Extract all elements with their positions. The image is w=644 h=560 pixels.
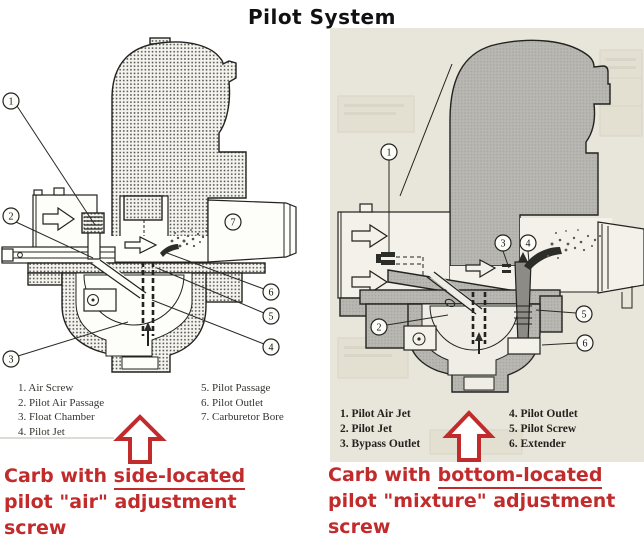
left-fuel-spray — [160, 229, 207, 257]
callout-2: 2 — [9, 212, 14, 223]
legend-item: 4. Pilot Outlet — [509, 408, 578, 420]
right-callouts: 1 2 3 4 5 6 — [370, 143, 594, 352]
left-float-chamber — [27, 259, 266, 373]
right-carb-bore — [450, 218, 644, 309]
legend-item: 1. Air Screw — [18, 382, 74, 394]
caption-line-3: screw — [328, 516, 391, 538]
right-pilot-screw — [507, 252, 541, 355]
right-legend-col2: 4. Pilot Outlet 5. Pilot Screw 6. Extend… — [509, 407, 578, 452]
page-title: Pilot System — [248, 5, 396, 29]
callout-1: 1 — [9, 97, 14, 108]
callout-6: 6 — [583, 339, 588, 350]
caption-underlined: side-located — [113, 465, 246, 490]
left-carb-diagram: 1 2 3 4 5 6 7 — [1, 37, 297, 373]
callout-3: 3 — [9, 355, 14, 366]
right-fuel-spray — [524, 229, 601, 270]
legend-item: 5. Pilot Screw — [509, 423, 577, 435]
caption-line-1: Carb with side-located — [4, 463, 246, 490]
callout-1: 1 — [387, 148, 392, 159]
callout-7: 7 — [231, 218, 236, 229]
callout-2: 2 — [377, 323, 382, 334]
scan-artifact-line — [0, 437, 114, 439]
airflow-arrow-icon — [351, 223, 389, 249]
left-pilot-jet — [141, 262, 155, 346]
legend-item: 7. Carburetor Bore — [201, 411, 284, 423]
right-leader-lines — [386, 160, 578, 346]
legend-item: 3. Float Chamber — [18, 411, 95, 423]
right-caption: Carb with bottom-located pilot "mixture"… — [328, 462, 615, 540]
caption-line-2: pilot "mixture" adjustment — [328, 490, 616, 512]
legend-item: 2. Pilot Air Passage — [18, 396, 105, 409]
caption-lead: Carb with — [328, 464, 438, 486]
right-pilot-air-jet — [376, 252, 424, 278]
callout-5: 5 — [582, 310, 587, 321]
caption-line-1: Carb with bottom-located — [328, 462, 615, 489]
caption-underlined: bottom-located — [437, 464, 603, 489]
airflow-arrow-icon — [124, 236, 158, 254]
left-carb-body — [111, 37, 247, 262]
right-extender — [507, 337, 541, 355]
callout-4: 4 — [269, 343, 274, 354]
callout-3: 3 — [501, 239, 506, 250]
legend-item: 5. Pilot Passage — [201, 382, 271, 394]
airflow-arrow-icon — [351, 269, 389, 295]
airflow-arrow-icon — [42, 206, 76, 232]
left-pilot-passage — [92, 259, 148, 300]
right-pilot-jet — [471, 292, 487, 354]
legend-item: 6. Extender — [509, 438, 566, 450]
legend-item: 2. Pilot Jet — [340, 423, 393, 435]
up-arrow-icon — [113, 414, 167, 464]
up-arrow-icon — [442, 410, 496, 462]
right-bypass-outlet — [502, 264, 511, 273]
callout-5: 5 — [269, 312, 274, 323]
left-callouts: 1 2 3 4 5 6 7 — [2, 92, 280, 368]
caption-lead: Carb with — [4, 465, 114, 487]
legend-item: 6. Pilot Outlet — [201, 396, 264, 409]
caption-line-3: screw — [4, 517, 67, 539]
left-leader-lines — [15, 105, 265, 357]
left-legend-col1: 1. Air Screw 2. Pilot Air Passage 3. Flo… — [18, 381, 104, 439]
caption-line-2: pilot "air" adjustment — [4, 491, 237, 513]
callout-6: 6 — [269, 288, 274, 299]
airflow-arrow-icon — [465, 259, 497, 279]
legend-item: 3. Bypass Outlet — [340, 438, 421, 450]
right-lower-body — [339, 269, 563, 393]
left-caption: Carb with side-located pilot "air" adjus… — [4, 463, 246, 541]
left-air-screw — [81, 212, 105, 260]
right-legend-col1: 1. Pilot Air Jet 2. Pilot Jet 3. Bypass … — [340, 407, 420, 452]
callout-4: 4 — [526, 239, 531, 250]
left-legend-col2: 5. Pilot Passage 6. Pilot Outlet 7. Carb… — [201, 381, 284, 425]
legend-item: 4. Pilot Jet — [18, 425, 65, 438]
right-carb-body — [399, 39, 611, 267]
legend-item: 1. Pilot Air Jet — [340, 408, 411, 420]
right-carb-diagram: 1 2 3 4 5 6 — [330, 28, 644, 462]
